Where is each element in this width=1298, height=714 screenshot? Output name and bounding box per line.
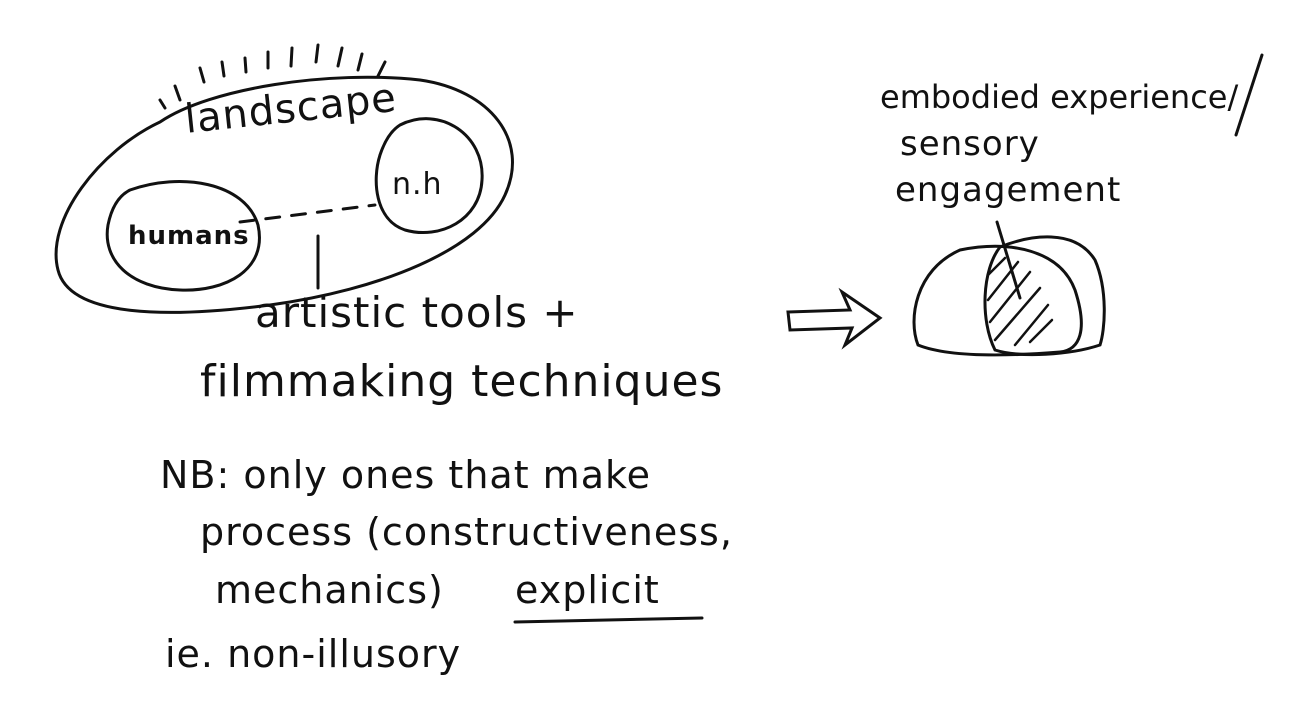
venn-intersection-hatching — [986, 256, 1054, 347]
tools-line-2: filmmaking techniques — [200, 356, 724, 407]
embodied-label-line-1: embodied experience/ — [880, 78, 1239, 116]
embodied-label-line-2: sensory — [900, 124, 1040, 164]
arrow-icon — [786, 287, 883, 350]
nh-label: n.h — [392, 167, 443, 202]
sun-rays — [158, 43, 387, 110]
slash-mark — [1234, 53, 1264, 137]
nb-line-2: process (constructiveness, — [200, 510, 733, 554]
nb-line-4: ie. non-illusory — [165, 632, 462, 676]
nb-line-3a: mechanics) — [215, 568, 444, 612]
landscape-outline — [54, 75, 514, 314]
dashed-connector — [238, 203, 377, 224]
embodied-label-line-3: engagement — [895, 170, 1122, 210]
nh-circle — [374, 117, 484, 235]
venn-right-set — [983, 235, 1106, 357]
humans-label: humans — [128, 221, 250, 251]
nb-line-1: NB: only ones that make — [160, 453, 652, 497]
humans-circle — [105, 179, 261, 292]
tools-line-1: artistic tools + — [255, 288, 579, 337]
underline-explicit — [513, 616, 704, 624]
nb-line-3b: explicit — [515, 568, 660, 612]
venn-leader-line — [995, 220, 1022, 300]
